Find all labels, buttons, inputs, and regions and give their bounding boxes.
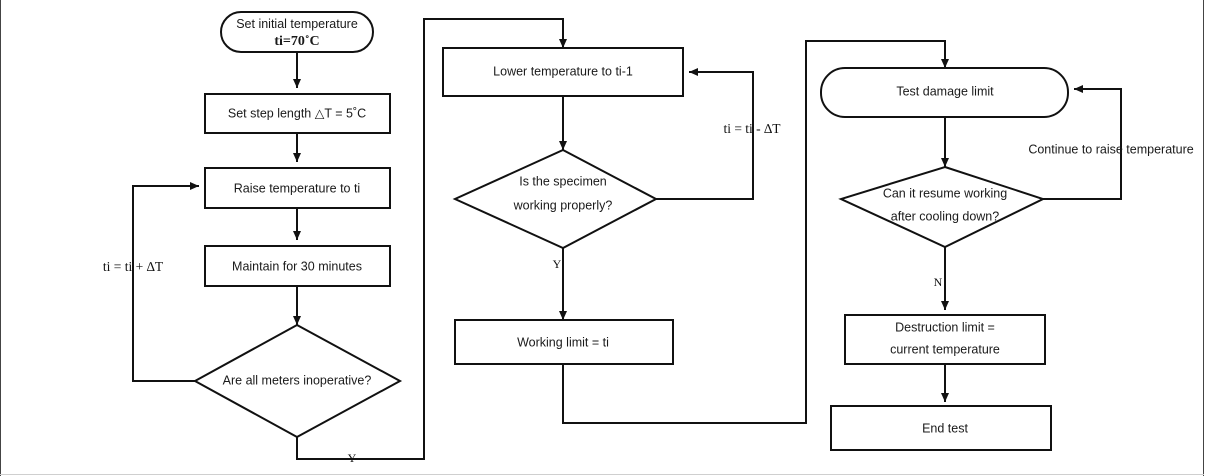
raise-temp-label: Raise temperature to ti	[234, 181, 360, 195]
node-test-damage-limit[interactable]: Test damage limit	[820, 67, 1069, 118]
node-maintain-30-minutes[interactable]: Maintain for 30 minutes	[204, 245, 391, 287]
specimen-ok-shape	[452, 148, 659, 250]
node-lower-temperature[interactable]: Lower temperature to ti-1	[442, 47, 684, 97]
all-meters-shape	[192, 323, 403, 439]
node-specimen-working-properly[interactable]: Is the specimen working properly?	[452, 148, 659, 250]
resume-working-label-line2: after cooling down?	[891, 209, 999, 223]
start-shape	[220, 11, 374, 53]
lower-temp-shape	[442, 47, 684, 97]
destruction-limit-label-line1: Destruction limit =	[895, 320, 995, 334]
edge-label-decrement: ti = ti - ∆T	[723, 121, 781, 136]
node-raise-temperature[interactable]: Raise temperature to ti	[204, 167, 391, 209]
page-border-bottom	[0, 474, 1204, 475]
node-all-meters-inoperative[interactable]: Are all meters inoperative?	[192, 323, 403, 439]
node-set-step-length[interactable]: Set step length △T = 5˚C	[204, 93, 391, 134]
lower-temp-label: Lower temperature to ti-1	[493, 64, 633, 78]
node-end-test[interactable]: End test	[830, 405, 1052, 451]
working-limit-label: Working limit = ti	[517, 335, 609, 349]
node-resume-working[interactable]: Can it resume working after cooling down…	[838, 165, 1046, 249]
resume-working-shape	[838, 165, 1046, 249]
edge-specimen-no-loop	[656, 68, 754, 200]
edge-meters-no-loop	[132, 182, 199, 382]
resume-working-label-line1: Can it resume working	[883, 186, 1007, 200]
working-limit-shape	[454, 319, 674, 365]
specimen-ok-label-line2: working properly?	[513, 198, 613, 212]
destruction-limit-label-line2: current temperature	[890, 342, 1000, 356]
destruction-limit-shape	[844, 314, 1046, 365]
maintain-shape	[204, 245, 391, 287]
branch-label-meters-yes: Y	[348, 451, 357, 465]
test-damage-shape	[820, 67, 1069, 118]
set-step-shape	[204, 93, 391, 134]
all-meters-label: Are all meters inoperative?	[223, 373, 372, 387]
edge-resume-yes-loop	[1043, 85, 1122, 200]
edge-workinglimit-to-testdamage	[562, 40, 949, 424]
specimen-ok-label-line1: Is the specimen	[519, 174, 607, 188]
edge-meters-yes-to-lower	[296, 18, 567, 460]
test-damage-label: Test damage limit	[896, 84, 994, 98]
maintain-label: Maintain for 30 minutes	[232, 259, 362, 273]
node-working-limit[interactable]: Working limit = ti	[454, 319, 674, 365]
node-start[interactable]: Set initial temperature ti=70˚C	[220, 11, 374, 53]
page-border-right	[1203, 0, 1204, 476]
raise-temp-shape	[204, 167, 391, 209]
page-border-left	[0, 0, 1, 476]
branch-label-resume-no: N	[934, 275, 943, 289]
edge-label-continue-raise: Continue to raise temperature	[1028, 142, 1193, 156]
branch-label-specimen-yes: Y	[553, 257, 562, 271]
start-label-line1: Set initial temperature	[236, 17, 358, 31]
start-label-line2: ti=70˚C	[274, 34, 319, 49]
edge-label-increment: ti = ti + ∆T	[103, 259, 164, 274]
end-test-shape	[830, 405, 1052, 451]
node-destruction-limit[interactable]: Destruction limit = current temperature	[844, 314, 1046, 365]
end-test-label: End test	[922, 421, 968, 435]
set-step-label: Set step length △T = 5˚C	[228, 106, 366, 120]
